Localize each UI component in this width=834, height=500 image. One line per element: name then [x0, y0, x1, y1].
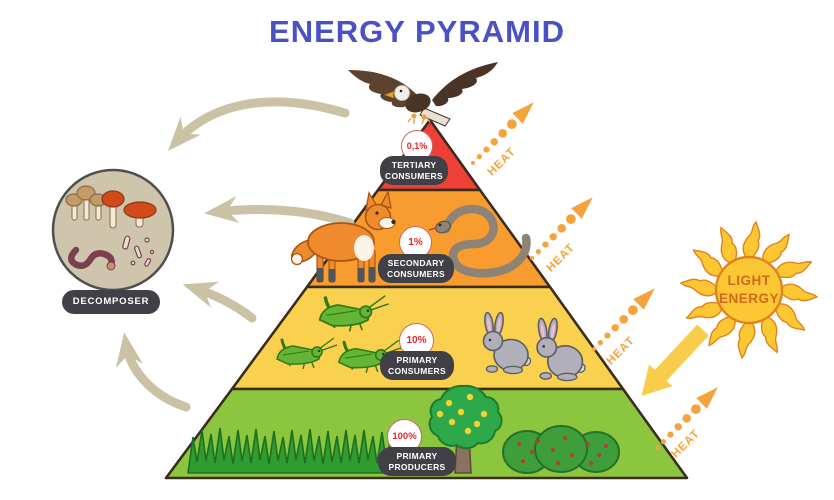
berry-bushes-icon — [502, 425, 620, 474]
decomposer-arrow-producers — [115, 332, 191, 412]
decomposer-label: DECOMPOSER — [62, 290, 160, 314]
sun-label-line1: LIGHT — [727, 273, 771, 288]
decomposer-arrow-primary-consumers — [182, 281, 257, 323]
secondary-percent-badge: 1% — [399, 226, 432, 259]
decomposer-icon — [51, 168, 175, 292]
fox-icon — [290, 189, 396, 283]
secondary-consumers-label: SECONDARY CONSUMERS — [378, 254, 454, 283]
tertiary-percent-value: 0,1% — [406, 141, 428, 151]
label-line2: CONSUMERS — [388, 365, 446, 376]
label-line2: CONSUMERS — [387, 268, 445, 279]
decomposer-label-text: DECOMPOSER — [72, 296, 150, 308]
bush-berries — [517, 436, 608, 465]
primary-producers-label: PRIMARY PRODUCERS — [378, 447, 456, 476]
decomposer-arrow-tertiary — [168, 97, 350, 151]
sun-disc — [714, 255, 784, 325]
label-line1: SECONDARY — [387, 257, 445, 268]
label-line1: TERTIARY — [391, 159, 437, 170]
tertiary-consumers-label: TERTIARY CONSUMERS — [380, 156, 448, 185]
sun-label-line2: ENERGY — [718, 290, 779, 306]
worm-icon — [68, 246, 116, 271]
light-energy-arrow — [641, 324, 709, 396]
label-line1: PRIMARY — [396, 450, 438, 461]
label-line1: PRIMARY — [396, 354, 438, 365]
secondary-percent-value: 1% — [408, 237, 423, 248]
label-line2: PRODUCERS — [388, 461, 446, 472]
mushrooms-icon — [65, 185, 157, 229]
snake-icon — [428, 204, 531, 278]
label-line2: CONSUMERS — [385, 170, 443, 181]
eagle-beak — [383, 90, 396, 99]
eagle-icon — [348, 62, 498, 127]
tree-fruits — [436, 393, 488, 435]
grass-icon — [187, 427, 396, 474]
primary-consumers-label: PRIMARY CONSUMERS — [380, 351, 454, 380]
sun-label: LIGHT ENERGY — [709, 272, 789, 307]
primary-consumers-percent-value: 10% — [406, 335, 427, 346]
sun-icon — [680, 221, 818, 359]
fruit-tree-icon — [428, 384, 503, 474]
bacteria-icon — [122, 235, 155, 267]
decomposer-arrow-secondary — [204, 195, 355, 228]
primary-producers-percent-value: 100% — [392, 431, 417, 442]
decomposer-arrows — [115, 97, 355, 412]
page-title: ENERGY PYRAMID — [269, 14, 565, 49]
